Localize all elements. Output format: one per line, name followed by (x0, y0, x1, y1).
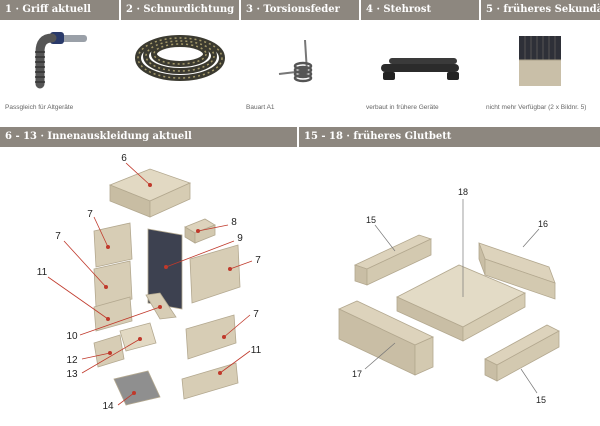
product-caption: verbaut in frühere Geräte (366, 104, 439, 111)
product-card-3[interactable]: 3 · Torsionsfeder Bauart A1 (241, 0, 359, 121)
lining-label-13: 13 (66, 369, 78, 380)
product-caption: nicht mehr Verfügbar (2 x Bildnr. 5) (486, 104, 587, 111)
glutbett-panel: 15 - 18 · früheres Glutbett (299, 127, 600, 426)
product-card-4[interactable]: 4 · Stehrost verbaut in frühere Geräte (361, 0, 479, 121)
glutbett-label-16: 16 (538, 219, 548, 229)
product-caption: Passgleich für Altgeräte (5, 104, 74, 111)
secondary-part-icon (519, 36, 561, 86)
lining-label-12: 12 (66, 355, 78, 366)
lining-title: 6 - 13 · Innenauskleidung aktuell (0, 127, 297, 147)
standing-grate-icon (381, 58, 459, 80)
glutbett-label-17: 17 (352, 369, 362, 379)
lining-label-9: 9 (237, 233, 243, 244)
glutbett-title: 15 - 18 · früheres Glutbett (299, 127, 600, 147)
lining-label-11b: 11 (251, 345, 262, 356)
torsion-spring-icon (278, 39, 313, 83)
lining-label-7c: 7 (255, 255, 261, 266)
glutbett-label-15: 15 (366, 215, 376, 225)
lining-label-11: 11 (37, 267, 48, 278)
product-title: 4 · Stehrost (361, 0, 479, 20)
product-card-2[interactable]: 2 · Schnurdichtung (121, 0, 239, 121)
product-title: 1 · Griff aktuell (0, 0, 119, 20)
lining-label-10: 10 (66, 331, 78, 342)
lining-label-6: 6 (121, 153, 127, 164)
lining-label-7: 7 (87, 209, 93, 220)
glutbett-label-18: 18 (458, 187, 468, 197)
product-card-5[interactable]: 5 · früheres Sekundärteil nicht mehr Ver… (481, 0, 600, 121)
lining-label-7d: 7 (253, 309, 259, 320)
product-caption: Bauart A1 (246, 104, 275, 111)
lining-label-7b: 7 (55, 231, 61, 242)
lining-label-14: 14 (102, 401, 114, 412)
glutbett-label-15b: 15 (536, 395, 546, 405)
handle-icon (35, 32, 87, 89)
product-title: 5 · früheres Sekundärteil (481, 0, 600, 20)
product-title: 2 · Schnurdichtung (121, 0, 239, 20)
product-title: 3 · Torsionsfeder (241, 0, 359, 20)
lining-panel: 6 - 13 · Innenauskleidung aktuell (0, 127, 297, 426)
glutbett-exploded-diagram: 18 15 16 17 15 (338, 187, 560, 405)
lining-exploded-diagram: 6 7 8 7 9 11 7 10 7 12 13 11 14 (37, 153, 262, 412)
lining-label-8: 8 (231, 217, 237, 228)
rope-seal-icon (135, 35, 225, 81)
product-card-1[interactable]: 1 · Griff aktuell Passgleich für Altgerä… (0, 0, 119, 121)
